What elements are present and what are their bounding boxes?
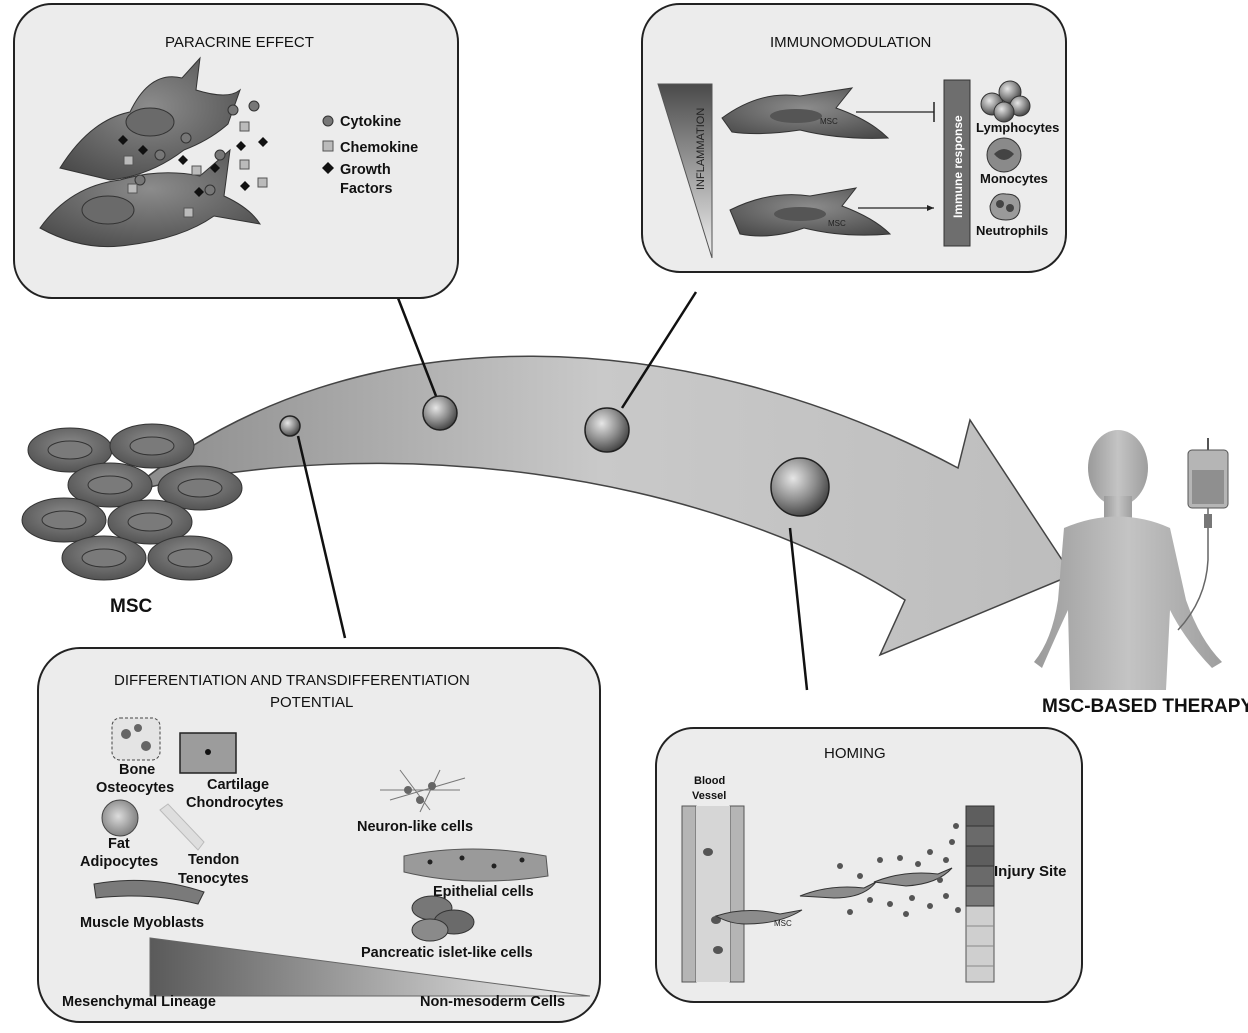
label-epithelial: Epithelial cells [433,884,534,900]
paracrine-panel: PARACRINE EFFECT [13,3,459,299]
legend-factors: Factors [340,181,392,197]
immuno-msc-label-top: MSC [820,117,838,126]
immunomodulation-panel: IMMUNOMODULATION INFLAMMATION MSC MSC Im… [641,3,1067,273]
immuno-msc-label-bottom: MSC [828,219,846,228]
fat-adipocyte-icon [101,799,139,837]
axis-mesenchymal: Mesenchymal Lineage [62,994,216,1010]
sphere-3 [584,407,630,453]
homing-title: HOMING [824,745,886,762]
diff-title-2: POTENTIAL [270,694,353,711]
label-fat: Fat [108,836,130,852]
injury-tissue [965,805,995,983]
differentiation-panel: DIFFERENTIATION AND TRANSDIFFERENTIATION… [37,647,601,1023]
iv-bag-icon [1177,438,1229,631]
msc-spheres [279,395,830,517]
msc-cell-cluster [21,423,243,581]
lymphocytes-label: Lymphocytes [976,120,1059,135]
label-tendon: Tendon [188,852,239,868]
homing-panel: HOMING Blood Vessel MSC [655,727,1083,1003]
cytokine-legend-icon [322,115,334,127]
homing-msc-cell [714,909,803,925]
label-cartilage: Cartilage [207,777,269,793]
chemokine-legend-icon [322,140,334,152]
legend-growth: Growth [340,162,391,178]
label-pancreatic: Pancreatic islet-like cells [361,945,533,961]
sphere-1 [279,415,301,437]
vessel-label-1: Blood [694,775,725,787]
axis-non-mesoderm: Non-mesoderm Cells [420,994,565,1010]
therapy-arrow [127,355,1074,657]
chemokine-gradient-dots [837,823,961,917]
lineage-gradient [149,937,591,997]
neuron-icon [380,769,466,813]
tendon-icon [159,803,205,851]
legend-chemokine: Chemokine [340,140,418,156]
muscle-icon [93,879,205,905]
immune-response-label: Immune response [951,115,965,218]
paracrine-title: PARACRINE EFFECT [165,34,314,51]
label-adipocytes: Adipocytes [80,854,158,870]
growth-factor-legend-icon [322,162,334,174]
cartilage-chondrocytes-icon [179,732,237,774]
diff-title-1: DIFFERENTIATION AND TRANSDIFFERENTIATION [114,672,470,689]
blood-vessel [681,805,745,983]
label-tenocytes: Tenocytes [178,871,249,887]
connector-paracrine [396,297,438,397]
connector-differentiation [296,435,347,639]
monocytes-icon [986,137,1022,173]
pancreatic-icon [411,895,475,942]
connector-immuno [620,291,698,409]
neutrophils-label: Neutrophils [976,223,1048,238]
label-neuron: Neuron-like cells [357,819,473,835]
bone-osteocytes-icon [111,717,161,761]
sphere-4 [770,457,830,517]
therapy-label: MSC-BASED THERAPY [1042,696,1248,717]
legend-cytokine: Cytokine [340,114,401,130]
immune-response-bar [943,79,971,247]
label-chondrocytes: Chondrocytes [186,795,284,811]
neutrophils-icon [989,193,1021,221]
vessel-label-2: Vessel [692,790,726,802]
homing-msc-label: MSC [774,919,792,928]
label-bone: Bone [119,762,155,778]
msc-label: MSC [110,596,153,617]
label-osteocytes: Osteocytes [96,780,174,796]
connector-homing [788,527,809,691]
sphere-2 [422,395,458,431]
injury-site-label: Injury Site [994,863,1067,880]
lymphocytes-icon [980,80,1031,123]
inflammation-gradient [657,83,713,259]
paracrine-factors [118,100,268,218]
monocytes-label: Monocytes [980,171,1048,186]
epithelial-icon [403,848,549,882]
inflammation-label: INFLAMMATION [695,108,707,190]
immuno-title: IMMUNOMODULATION [770,34,931,51]
patient-figure [1034,430,1222,690]
label-muscle: Muscle Myoblasts [80,915,204,931]
